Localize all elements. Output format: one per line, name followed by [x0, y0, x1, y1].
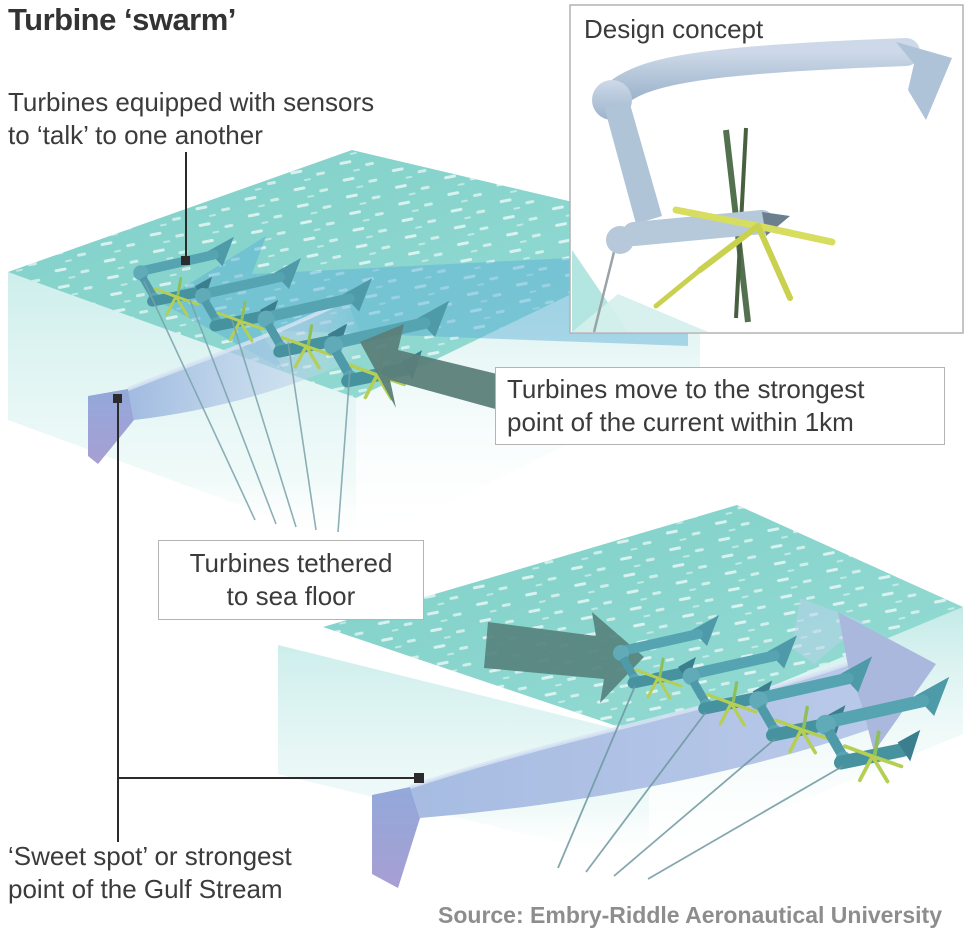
callout-tethered-line1: Turbines tethered: [189, 548, 393, 578]
callout-move-line2: point of the current within 1km: [507, 407, 854, 437]
callout-move-line1: Turbines move to the strongest: [507, 374, 865, 404]
annotation-sweet-spot: ‘Sweet spot’ or strongest point of the G…: [8, 840, 292, 906]
lower-sea-waves: [323, 505, 963, 737]
current-arrow-right-icon: [484, 612, 644, 703]
callout-turbines-tethered: Turbines tethered to sea floor: [158, 540, 424, 620]
annotation-sensors: Turbines equipped with sensors to ‘talk’…: [8, 86, 374, 152]
pointer-lines: [113, 152, 424, 842]
current-arrow-left-icon: [160, 236, 688, 370]
lower-sea-front-face: [278, 645, 649, 864]
upper-sea-waves: [8, 150, 700, 398]
annotation-sweet-line1: ‘Sweet spot’ or strongest: [8, 841, 292, 871]
pointer-dot: [113, 394, 122, 403]
page-title: Turbine ‘swarm’: [8, 2, 236, 37]
design-concept-label: Design concept: [584, 14, 764, 44]
annotation-sensors-line1: Turbines equipped with sensors: [8, 87, 375, 117]
band-end-face: [88, 389, 134, 464]
design-concept-box: [569, 4, 964, 334]
band-emerging-tip: [792, 598, 864, 664]
band-arrowhead: [838, 612, 936, 752]
callout-tethered-line2: to sea floor: [226, 581, 356, 611]
lower-tether-lines: [557, 685, 844, 880]
design-concept-turbine-icon: [592, 38, 952, 333]
design-water-wedge: [572, 294, 708, 332]
source-credit: Source: Embry-Riddle Aeronautical Univer…: [438, 902, 943, 928]
annotation-sensors-line2: to ‘talk’ to one another: [8, 120, 263, 150]
upper-tether-lines: [143, 280, 351, 533]
band-end-face: [372, 787, 420, 888]
callout-turbines-move: Turbines move to the strongest point of …: [495, 367, 945, 445]
pointer-dot: [181, 256, 190, 265]
pointer-dot: [414, 773, 424, 783]
annotation-sweet-line2: point of the Gulf Stream: [8, 874, 283, 904]
